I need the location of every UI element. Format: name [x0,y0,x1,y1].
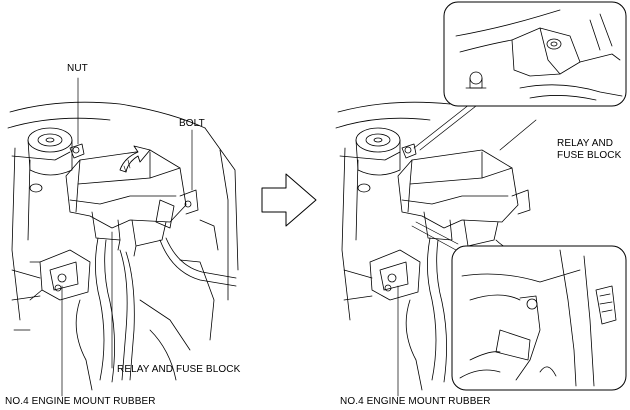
transition-arrow-icon [261,173,317,227]
bolt-label: BOLT [179,118,205,129]
engine-mount-rubber-label-left: NO.4 ENGINE MOUNT RUBBER [5,396,156,407]
relay-fuse-block-right [397,149,519,229]
lift-arrow-icon [119,145,151,173]
relay-fuse-block-label-left: RELAY AND FUSE BLOCK [117,364,241,375]
detail-callout-top [443,1,627,107]
detail-callout-bottom [451,245,627,391]
nut-label: NUT [67,63,88,74]
relay-fuse-block-left [65,149,187,229]
right-engine-bay [335,101,537,397]
engine-mount-rubber-label-right: NO.4 ENGINE MOUNT RUBBER [340,396,491,407]
relay-fuse-block-label-right: RELAY AND FUSE BLOCK [557,138,622,161]
left-engine-bay [7,77,239,397]
